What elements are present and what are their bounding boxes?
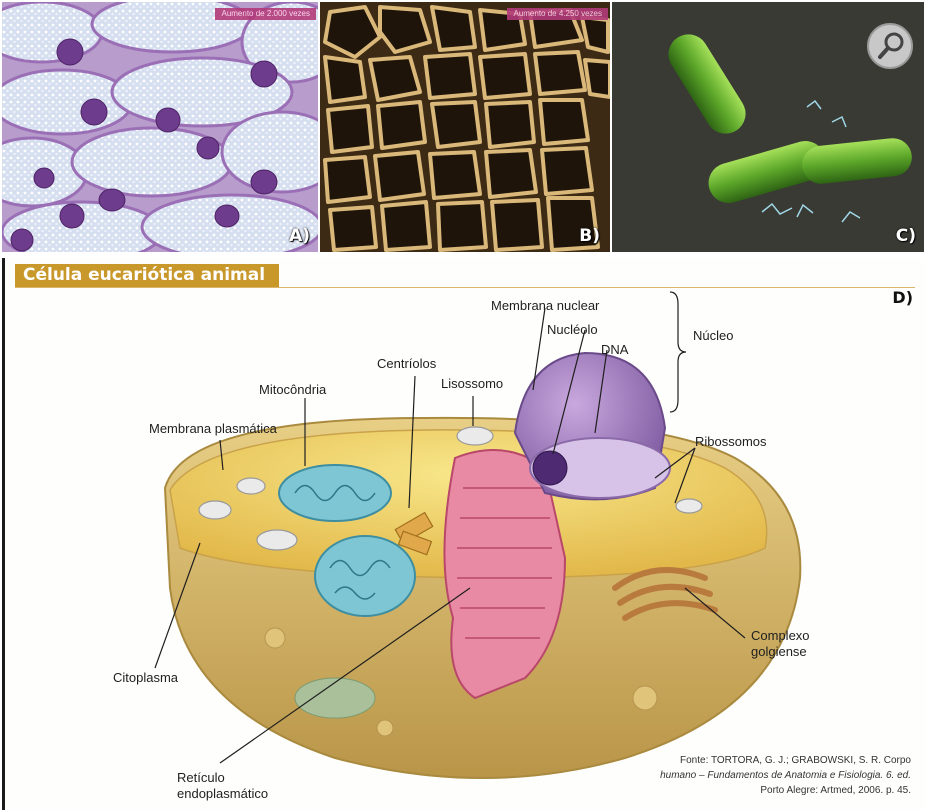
cell-diagram-panel: Célula eucariótica animal D) xyxy=(2,258,926,810)
bacteria-image xyxy=(612,2,924,252)
label-nucleo: Núcleo xyxy=(693,328,733,343)
panel-letter-a: A) xyxy=(289,226,310,246)
label-membrana-nuclear: Membrana nuclear xyxy=(491,298,599,313)
animal-cell-illustration xyxy=(5,258,926,810)
source-line: Fonte: TORTORA, G. J.; GRABOWSKI, S. R. … xyxy=(551,753,911,768)
label-reticulo: Retículo xyxy=(177,770,225,785)
nucleolus-shape xyxy=(533,451,567,485)
label-complexo: Complexo xyxy=(751,628,810,643)
label-golgiense: golgiense xyxy=(751,644,807,659)
plant-tissue-image xyxy=(2,2,318,252)
panel-letter-b: B) xyxy=(579,226,600,246)
micrograph-panel-a: Aumento de 2.000 vezes A) xyxy=(2,2,318,252)
label-mitocondria: Mitocôndria xyxy=(259,382,326,397)
source-line: Porto Alegre: Artmed, 2006. p. 45. xyxy=(551,783,911,798)
label-citoplasma: Citoplasma xyxy=(113,670,178,685)
label-lisossomo: Lisossomo xyxy=(441,376,503,391)
label-membrana-plasmatica: Membrana plasmática xyxy=(149,421,277,436)
cork-cells-image xyxy=(320,2,610,252)
label-ribossomos: Ribossomos xyxy=(695,434,767,449)
label-centriolos: Centríolos xyxy=(377,356,436,371)
scale-label: Aumento de 4.250 vezes xyxy=(507,8,608,20)
source-line: humano – Fundamentos de Anatomia e Fisio… xyxy=(551,768,911,783)
label-nucleolo: Nucléolo xyxy=(547,322,598,337)
label-dna: DNA xyxy=(601,342,628,357)
scale-label: Aumento de 2.000 vezes xyxy=(215,8,316,20)
micrograph-panel-c: C) xyxy=(612,2,924,252)
micrograph-panel-b: Aumento de 4.250 vezes B) xyxy=(320,2,610,252)
panel-letter-c: C) xyxy=(896,226,916,246)
label-endoplasmatico: endoplasmático xyxy=(177,786,268,801)
source-citation: Fonte: TORTORA, G. J.; GRABOWSKI, S. R. … xyxy=(551,753,911,798)
